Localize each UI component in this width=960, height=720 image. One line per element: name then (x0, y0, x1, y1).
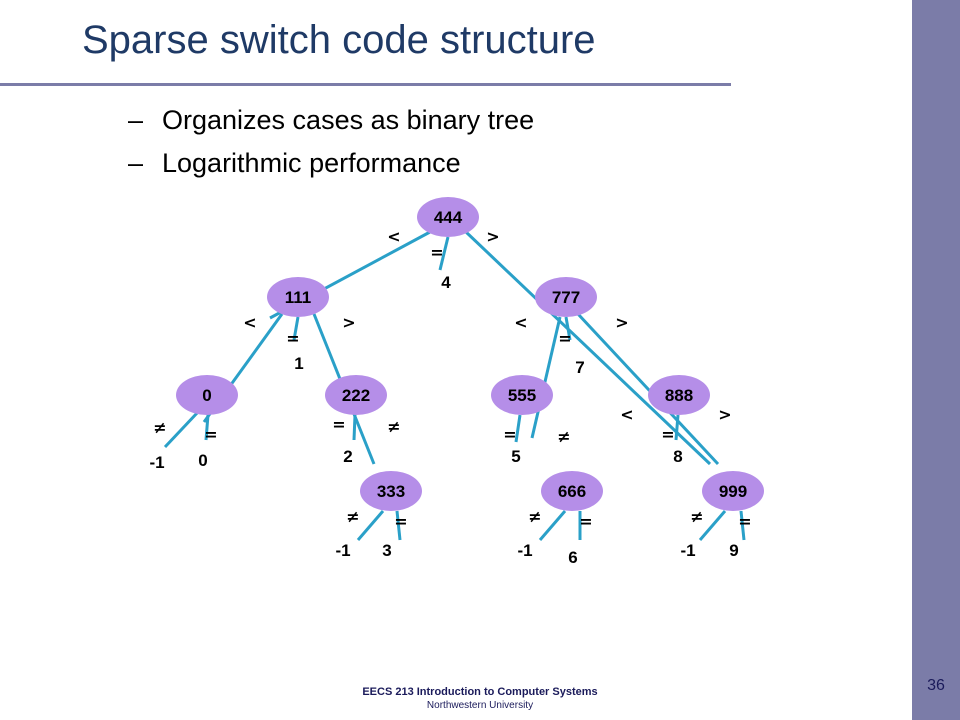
tree-edge (530, 316, 562, 439)
tree-node-0: 0 (176, 375, 238, 415)
node-label: 777 (552, 288, 580, 307)
node-ellipse (176, 375, 238, 415)
less-than-symbol: < (387, 227, 400, 246)
tree-edge (576, 312, 720, 466)
bullet-dash: – (128, 148, 144, 178)
tree-node-999: 999 (702, 471, 764, 511)
tree-node-777: 777 (535, 277, 597, 317)
equal-result-label: 8 (673, 447, 682, 466)
equal-result-label: 6 (568, 548, 577, 567)
node-ellipse (491, 375, 553, 415)
less-than-symbol: < (243, 313, 256, 332)
node-label: 111 (285, 288, 312, 307)
greater-than-symbol: > (615, 313, 628, 332)
greater-than-symbol: > (342, 313, 355, 332)
tree-edge (674, 414, 680, 441)
node-ellipse (702, 471, 764, 511)
node-label: 999 (719, 482, 747, 501)
equals-symbol: = (394, 512, 407, 531)
greater-than-symbol: > (486, 227, 499, 246)
tree-node-444: 444 (417, 197, 479, 237)
tree-node-111: 111 (267, 277, 329, 317)
not-equal-symbol: ≠ (346, 507, 359, 526)
equals-symbol: = (286, 329, 299, 348)
node-ellipse (648, 375, 710, 415)
equal-result-label: 0 (198, 451, 207, 470)
page-number: 36 (927, 677, 945, 694)
equals-symbol: = (332, 415, 345, 434)
greater-than-symbol: > (718, 405, 731, 424)
equal-result-label: 3 (382, 541, 391, 560)
equal-result-label: 5 (511, 447, 520, 466)
node-ellipse (417, 197, 479, 237)
node-label: 333 (377, 482, 405, 501)
tree-node-555: 555 (491, 375, 553, 415)
not-equal-symbol: ≠ (690, 507, 703, 526)
node-ellipse (325, 375, 387, 415)
tree-edge (438, 236, 450, 271)
equal-result-label: 4 (441, 273, 451, 292)
equals-symbol: = (204, 425, 217, 444)
node-label: 666 (558, 482, 586, 501)
tree-edge (395, 510, 402, 541)
tree-node-333: 333 (360, 471, 422, 511)
less-than-symbol: < (620, 405, 633, 424)
tree-edge (739, 510, 746, 541)
not-equal-symbol: ≠ (528, 507, 541, 526)
bullet-dash: – (128, 105, 144, 135)
equals-symbol: = (558, 329, 571, 348)
tree-node-222: 222 (325, 375, 387, 415)
tree-edge (356, 510, 385, 541)
tree-edge (292, 316, 300, 341)
bullet-text: Logarithmic performance (162, 148, 461, 178)
node-ellipse (535, 277, 597, 317)
node-label: 0 (202, 386, 211, 405)
equal-result-label: 7 (575, 358, 584, 377)
node-label: 555 (508, 386, 536, 405)
footer-university: Northwestern University (426, 700, 534, 711)
node-ellipse (541, 471, 603, 511)
equals-symbol: = (430, 243, 443, 262)
node-label: 444 (434, 208, 463, 227)
tree-edge (204, 414, 210, 441)
node-ellipse (360, 471, 422, 511)
tree-node-666: 666 (541, 471, 603, 511)
equals-symbol: = (738, 512, 751, 531)
tree-edge (698, 510, 727, 541)
tree-edge (464, 230, 712, 466)
equal-result-label: 1 (294, 354, 303, 373)
not-equal-result-label: -1 (680, 541, 695, 560)
tree-edge (352, 414, 357, 441)
bullet-item: –Logarithmic performance (128, 148, 461, 179)
tree-edge (163, 410, 200, 449)
bullet-text: Organizes cases as binary tree (162, 105, 535, 135)
not-equal-result-label: -1 (517, 541, 532, 560)
node-label: 888 (665, 386, 693, 405)
tree-node-888: 888 (648, 375, 710, 415)
node-label: 222 (342, 386, 370, 405)
equal-result-label: 2 (343, 447, 352, 466)
title-underline (0, 83, 731, 86)
equal-result-label: 9 (729, 541, 738, 560)
tree-edge (564, 316, 572, 341)
equals-symbol: = (503, 425, 516, 444)
not-equal-symbol: ≠ (387, 417, 400, 436)
not-equal-symbol: ≠ (153, 418, 166, 437)
tree-edge (514, 414, 522, 443)
equals-symbol: = (579, 512, 592, 531)
slide-title: Sparse switch code structure (82, 18, 596, 62)
not-equal-result-label: -1 (335, 541, 350, 560)
bullet-item: –Organizes cases as binary tree (128, 105, 534, 136)
less-than-symbol: < (514, 313, 527, 332)
footer-course: EECS 213 Introduction to Computer System… (362, 686, 598, 698)
equals-symbol: = (661, 425, 674, 444)
not-equal-symbol: ≠ (557, 427, 570, 446)
slide-sidebar (912, 0, 960, 720)
not-equal-result-label: -1 (149, 453, 164, 472)
node-ellipse (267, 277, 329, 317)
tree-edge (538, 510, 567, 541)
